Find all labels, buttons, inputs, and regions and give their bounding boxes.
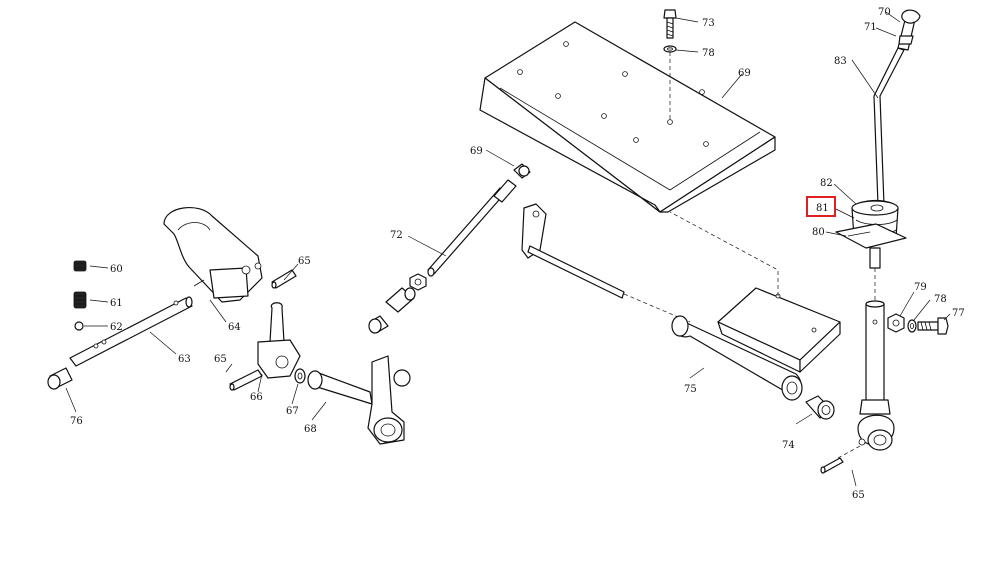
callout-64: 64	[228, 322, 241, 333]
callout-65-bottom: 65	[852, 490, 865, 501]
callout-69-plate: 69	[738, 68, 751, 79]
boot-plate	[835, 223, 907, 249]
callout-80: 80	[812, 227, 825, 238]
cover-plate	[479, 21, 776, 213]
shift-rod	[427, 179, 517, 277]
callout-70: 70	[878, 7, 891, 18]
callout-83: 83	[834, 56, 847, 67]
callout-69-cap: 69	[470, 146, 483, 157]
leader-lines	[65, 11, 951, 487]
callout-60: 60	[110, 264, 123, 275]
hex-bolt	[917, 317, 949, 335]
detent-ball	[74, 321, 84, 331]
callout-81: 81	[816, 203, 829, 214]
selector-washer	[294, 368, 306, 384]
callout-79: 79	[914, 282, 927, 293]
callout-77: 77	[952, 308, 965, 319]
spring-pin	[820, 457, 844, 474]
washer	[663, 45, 677, 53]
callout-65-fork: 65	[298, 256, 311, 267]
bolt	[663, 9, 677, 39]
callout-74: 74	[782, 440, 795, 451]
crank-arm	[521, 203, 691, 323]
detent-spring	[73, 291, 87, 309]
shift-lever	[873, 14, 917, 206]
callout-78-bottom: 78	[934, 294, 947, 305]
fork-pin	[271, 269, 297, 289]
lever-knob	[901, 9, 921, 24]
callout-75: 75	[684, 384, 697, 395]
pin-axis	[837, 445, 861, 459]
callout-66: 66	[250, 392, 263, 403]
callout-71: 71	[864, 22, 877, 33]
callout-78-top: 78	[702, 48, 715, 59]
rail-end-plug	[47, 367, 73, 390]
bracket-axis	[669, 211, 779, 296]
rod-end-cap	[513, 163, 531, 179]
pivot-bracket	[671, 287, 841, 401]
lever-shaft	[857, 247, 895, 451]
cross-shaft	[307, 355, 411, 445]
callout-63: 63	[178, 354, 191, 365]
set-screw	[73, 260, 87, 272]
rod-sleeve	[368, 315, 389, 334]
shift-fork	[163, 207, 263, 303]
callout-82: 82	[820, 178, 833, 189]
callout-72: 72	[390, 230, 403, 241]
callout-67: 67	[286, 406, 299, 417]
callout-73: 73	[702, 18, 715, 29]
selector-bracket	[257, 302, 301, 379]
lock-washer	[907, 319, 917, 333]
callout-61: 61	[110, 298, 123, 309]
shift-rail	[69, 296, 193, 367]
callout-62: 62	[110, 322, 123, 333]
bushing	[805, 395, 835, 420]
selector-pin	[229, 369, 263, 391]
callout-76: 76	[70, 416, 83, 427]
callout-65-selector: 65	[214, 354, 227, 365]
callout-68: 68	[304, 424, 317, 435]
rod-nut	[409, 273, 427, 291]
highlight-box	[806, 196, 836, 217]
callouts: 60 61 62 63 64 65 65 66 67 68 76 72 69 6…	[70, 7, 965, 501]
rod-joint	[385, 287, 416, 313]
hex-nut	[887, 313, 905, 333]
